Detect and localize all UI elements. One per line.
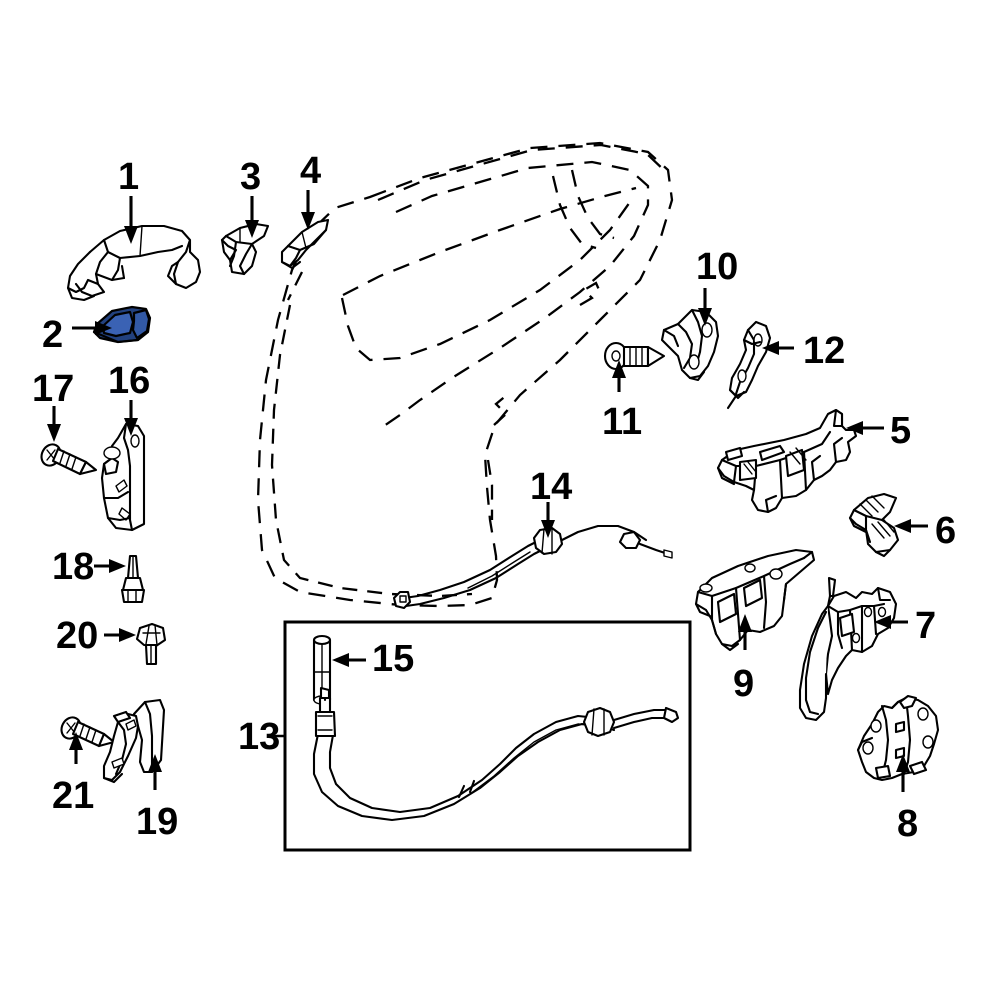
part-9-latch-reinforcement-bracket [694,548,816,652]
callout-leaders [47,190,928,792]
part-20-hinge-flange-nut [135,622,167,666]
callout-label-12: 12 [803,330,846,372]
callout-label-10: 10 [696,246,739,288]
callout-label-8: 8 [897,803,919,845]
callout-label-2: 2 [42,314,64,356]
part-4-handle-retainer-wedge [280,218,330,270]
callout-label-15: 15 [372,638,415,680]
callout-label-16: 16 [108,360,151,402]
callout-label-19: 19 [136,801,179,843]
part-14-lock-control-cable [392,524,673,610]
rear-door-shell-phantom [256,141,674,608]
part-10-handle-support-bracket [660,308,720,382]
callout-label-14: 14 [530,466,573,508]
callout-label-9: 9 [733,663,755,705]
callout-label-18: 18 [52,546,95,588]
callout-label-20: 20 [56,615,99,657]
part-21-hinge-bracket-screw [60,716,116,748]
part-6-striker-wedge-block [848,492,900,558]
part-3-handle-bracket-clip [220,222,270,276]
callout-label-13: 13 [238,716,281,758]
callout-label-11: 11 [602,401,643,443]
part-13-door-latch-release-cable [312,686,680,822]
part-15-cable-grommet-sleeve [312,634,332,705]
part-17-check-arm-screw [40,443,98,476]
part-2-door-handle-cover-cap [92,305,152,344]
callout-label-4: 4 [300,150,322,192]
callout-label-3: 3 [240,156,262,198]
part-18-hinge-pin-bolt [120,554,146,604]
part-11-mounting-screw [603,341,666,371]
callout-label-17: 17 [32,368,75,410]
part-16-door-check-arm-bracket [100,422,146,532]
callout-label-21: 21 [52,775,95,817]
part-5-lock-actuator-housing [716,408,858,514]
callout-label-6: 6 [935,510,957,552]
callout-label-1: 1 [118,156,140,198]
part-19-upper-hinge-bracket [102,698,166,784]
part-12-lock-rod-bracket [726,320,772,410]
callout-label-7: 7 [915,605,937,647]
part-1-exterior-door-handle [66,224,202,302]
part-7-door-lock-latch-assembly [798,576,898,722]
callout-label-5: 5 [890,410,912,452]
